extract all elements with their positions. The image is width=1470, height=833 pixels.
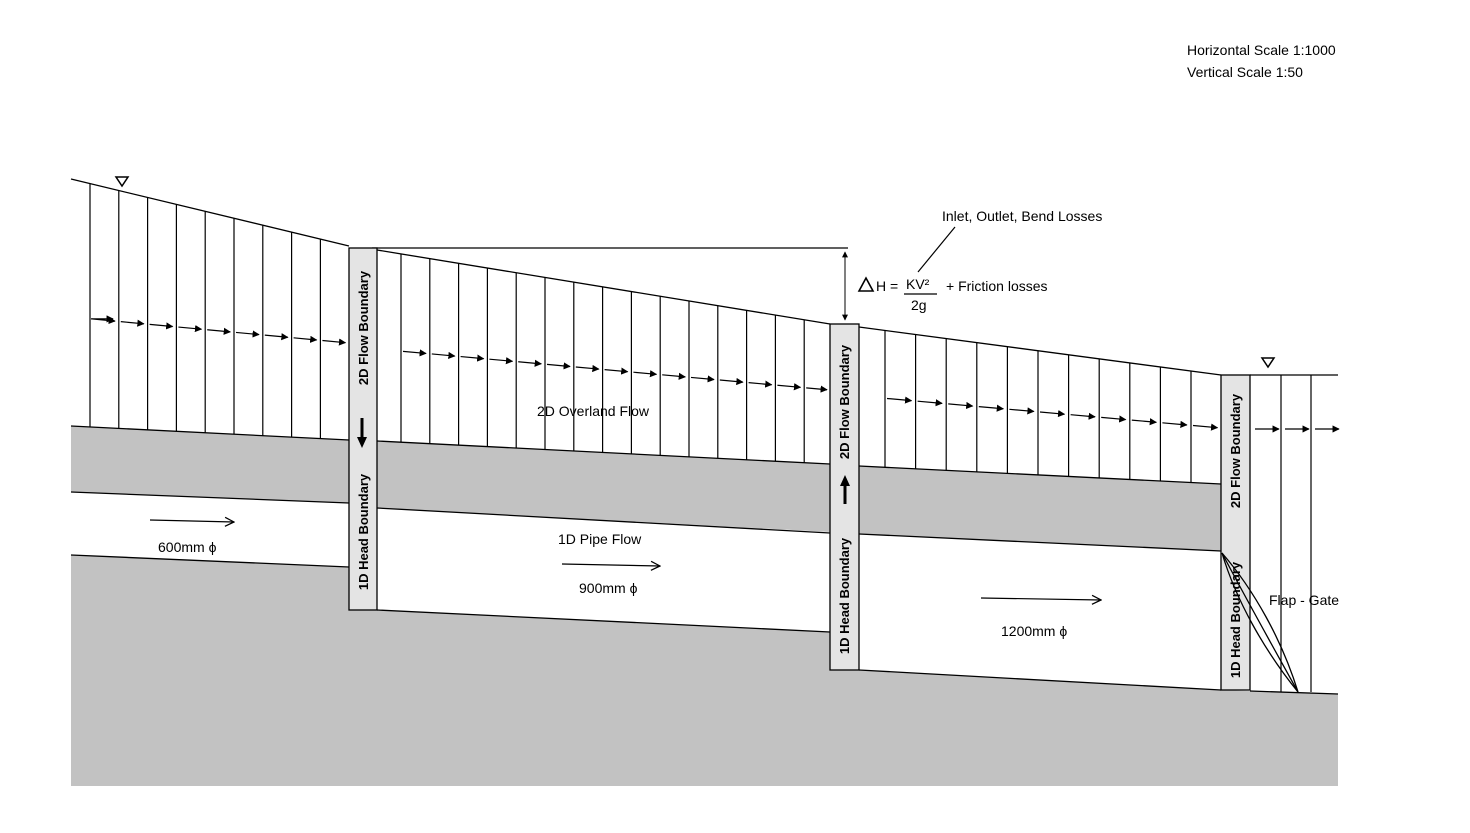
ground-lower-layer — [71, 555, 1338, 786]
ground-upper-layer — [377, 441, 830, 532]
flow-arrow — [489, 357, 514, 365]
flow-arrow — [402, 349, 427, 357]
pipe-flow-label: 1D Pipe Flow — [558, 531, 642, 547]
pipe-1200-label: 1200mm ϕ — [1001, 623, 1067, 639]
water-surface-line — [858, 326, 1222, 376]
flow-arrow — [748, 380, 773, 388]
flow-arrow — [235, 330, 260, 338]
kv2-numerator: KV² — [906, 276, 930, 292]
ground-upper-layer — [859, 466, 1221, 551]
exchange-arrow-down — [357, 418, 367, 448]
flow-arrow — [978, 404, 1004, 412]
flow-arrow — [662, 372, 686, 380]
flow-arrow — [719, 377, 744, 386]
delta-icon — [857, 276, 875, 292]
boundary-label-1d-head: 1D Head Boundary — [837, 537, 852, 654]
water-surface-line — [376, 249, 831, 325]
two-g-denominator: 2g — [911, 297, 927, 313]
flow-arrow — [120, 319, 145, 327]
flap-gate — [1221, 552, 1299, 693]
flow-arrow — [1009, 407, 1035, 415]
flow-arrow — [264, 333, 289, 341]
flow-arrow — [1131, 418, 1157, 426]
delta-h-formula: H = KV² 2g + Friction losses — [857, 276, 1048, 313]
grid-cell-lines — [89, 183, 1312, 692]
overland-flow-label: 2D Overland Flow — [537, 403, 650, 419]
pipe-channel-1200 — [859, 534, 1221, 690]
flow-arrow — [777, 383, 802, 391]
flow-arrow — [633, 370, 658, 378]
delta-h-prefix: H = — [876, 278, 898, 294]
flow-arrow — [575, 364, 600, 373]
horizontal-scale: Horizontal Scale 1:1000 — [1187, 42, 1336, 58]
vertical-scale: Vertical Scale 1:50 — [1187, 64, 1303, 80]
flow-arrow — [690, 375, 715, 383]
water-level-icon — [114, 176, 130, 188]
flow-arrow — [604, 367, 629, 375]
pipe-flow-arrow — [561, 564, 660, 566]
pipe-900-label: 900mm ϕ — [579, 580, 638, 596]
flow-arrow — [207, 327, 231, 335]
flow-arrow — [431, 351, 456, 360]
flow-arrow — [948, 401, 974, 410]
flow-arrow — [293, 335, 318, 343]
losses-label: Inlet, Outlet, Bend Losses — [942, 208, 1102, 224]
pipe-channel-900 — [377, 508, 830, 632]
boundary-label-2d-flow: 2D Flow Boundary — [1228, 393, 1243, 508]
ground-layers — [70, 425, 1339, 786]
flow-arrow — [149, 322, 174, 330]
flow-arrow — [546, 362, 571, 370]
exchange-arrow-up — [840, 475, 850, 504]
losses-leader-line — [917, 226, 956, 273]
pipe-flow-arrow — [149, 520, 234, 522]
flow-arrow — [917, 399, 943, 407]
flow-arrow — [1162, 420, 1188, 428]
water-level-icon — [1260, 357, 1276, 369]
flow-arrow — [460, 354, 485, 362]
flow-arrow — [1039, 410, 1066, 418]
boundary-label-1d-head: 1D Head Boundary — [1228, 561, 1243, 678]
boundary-box-3 — [1220, 374, 1251, 691]
flow-arrow — [518, 359, 542, 367]
pipe-channel-600 — [71, 492, 349, 567]
pipe-600-label: 600mm ϕ — [158, 539, 217, 555]
flow-arrow — [1101, 415, 1127, 423]
boundary-boxes — [348, 247, 1251, 691]
overland-flow-arrows — [91, 315, 1340, 433]
boundary-label-2d-flow: 2D Flow Boundary — [837, 344, 852, 459]
water-surface — [70, 178, 1338, 376]
flow-arrow — [322, 338, 347, 346]
flow-arrow — [178, 325, 203, 333]
flow-arrow — [806, 385, 828, 393]
friction-losses: + Friction losses — [946, 278, 1048, 294]
flow-arrow — [1070, 412, 1096, 420]
boundary-label-1d-head: 1D Head Boundary — [356, 473, 371, 590]
water-surface-line — [70, 178, 350, 247]
flap-gate-label: Flap - Gate — [1269, 592, 1339, 608]
boundary-label-2d-flow: 2D Flow Boundary — [356, 270, 371, 385]
flow-arrow — [886, 396, 913, 404]
flow-arrow — [1192, 423, 1219, 431]
pipe-flow-arrow — [980, 598, 1101, 600]
